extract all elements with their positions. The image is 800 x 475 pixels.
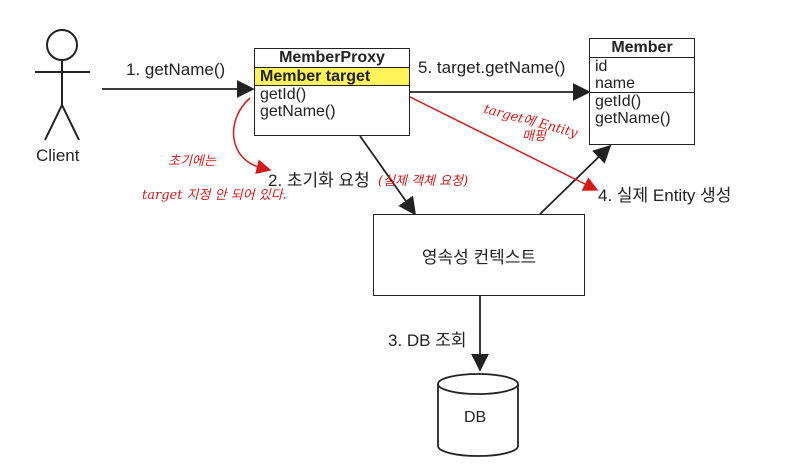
db-cylinder-icon [437, 373, 519, 457]
proxy-method-separator [255, 85, 409, 86]
annotation-initial-2: target 지정 안 되어 있다. [142, 188, 287, 203]
proxy-method-get-id: getId() [260, 86, 307, 103]
entity-field-name: name [595, 75, 636, 92]
persistence-context-box: 영속성 컨텍스트 [373, 214, 585, 296]
member-proxy-title: MemberProxy [255, 49, 409, 68]
member-proxy-box: MemberProxy Member target getId() getNam… [254, 48, 410, 136]
arrow-create-entity [539, 144, 612, 215]
step-5-label: 5. target.getName() [418, 58, 566, 77]
entity-field-id: id [595, 58, 608, 75]
arrow-init-request [359, 135, 417, 216]
client-actor-icon [35, 29, 90, 141]
member-target-field: Member target [255, 68, 409, 85]
annotation-initial-1: 초기에는 [168, 154, 216, 169]
step-3-label: 3. DB 조회 [388, 331, 467, 350]
step-4-label: 4. 실제 Entity 생성 [598, 186, 732, 205]
entity-method-get-id: getId() [595, 93, 642, 110]
proxy-method-get-name: getName() [260, 103, 336, 120]
client-label: Client [36, 146, 80, 165]
annotation-target-mapping-2: 매핑 [522, 129, 546, 144]
persistence-context-label: 영속성 컨텍스트 [421, 247, 537, 267]
step-2-label: 2. 초기화 요청 [268, 171, 370, 190]
annotation-curve-arrow [232, 97, 272, 175]
annotation-real-request: (실제 객체 요청) [378, 174, 469, 189]
member-entity-title: Member [590, 39, 694, 58]
db-label: DB [464, 409, 487, 426]
entity-method-separator [590, 92, 694, 93]
step-1-label: 1. getName() [126, 60, 226, 79]
annotation-mapping-arrow [391, 87, 599, 191]
member-entity-box: Member id name getId() getName() [589, 38, 695, 145]
entity-method-get-name: getName() [595, 110, 671, 127]
